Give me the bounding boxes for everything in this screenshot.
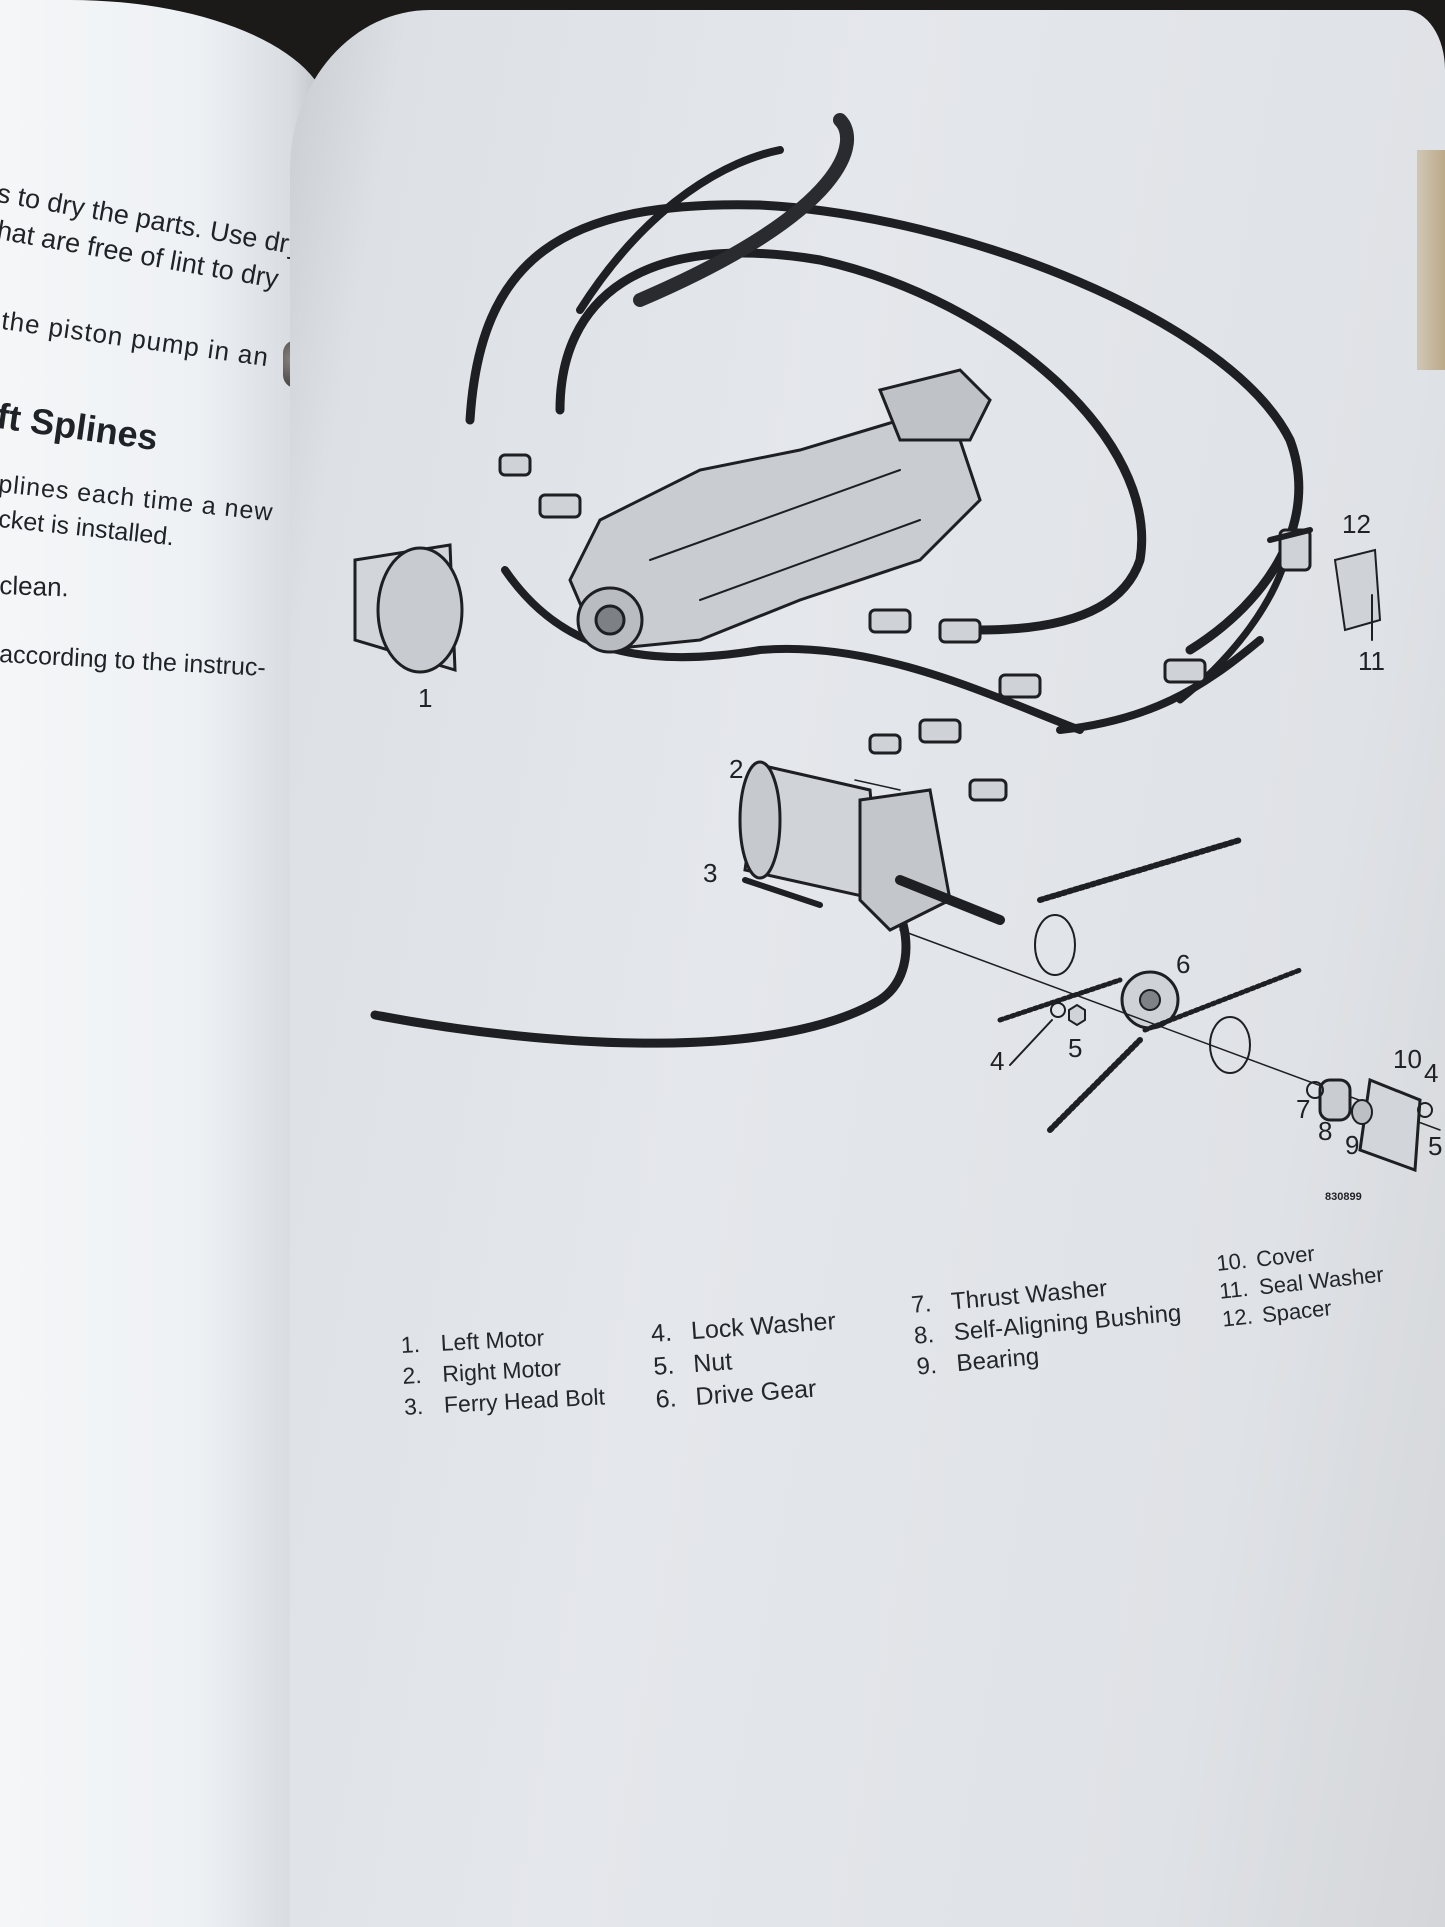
callout-number: 10 [1393, 1044, 1422, 1074]
callout-number: 5 [1428, 1131, 1442, 1161]
hose-line [555, 248, 1147, 635]
callout-number: 1 [418, 683, 432, 713]
hose-line [465, 200, 1304, 655]
bushing [1318, 1078, 1352, 1122]
callout-number: 11 [1358, 646, 1385, 676]
callout-number: 12 [1342, 509, 1371, 539]
legend-number: 10. [1215, 1247, 1249, 1276]
legend-number: 8. [912, 1321, 936, 1350]
thrust-washer [1306, 1081, 1324, 1099]
callout-number: 4 [1424, 1058, 1438, 1088]
figure-code: 830899 [1325, 1191, 1362, 1203]
legend-number: 5. [652, 1351, 676, 1381]
legend-column: 4. Lock Washer 5. Nut 6. Drive Gear [650, 1305, 841, 1417]
legend-number: 11. [1218, 1275, 1250, 1304]
lock-washer [1417, 1102, 1433, 1118]
legend-column: 10.Cover 11.Seal Washer 12.Spacer [1215, 1233, 1388, 1334]
legend-number: 1. [400, 1330, 421, 1358]
leader-line [854, 779, 901, 791]
page-edge [1417, 150, 1445, 370]
legend-number: 7. [910, 1290, 933, 1319]
pump-assembly [568, 368, 992, 654]
legend-label: Ferry Head Bolt [443, 1383, 606, 1418]
chain [997, 977, 1123, 1023]
legend-label: Right Motor [441, 1354, 562, 1387]
steel-tube [633, 113, 855, 307]
fittings [498, 453, 1312, 802]
spacer-bracket [1333, 548, 1382, 632]
legend-number: 2. [401, 1361, 423, 1389]
legend-label: Spacer [1260, 1295, 1333, 1328]
callout-number: 4 [990, 1046, 1004, 1076]
o-ring [1034, 914, 1076, 976]
bearing [1351, 1099, 1373, 1125]
cover [1358, 1077, 1422, 1173]
hose-line [370, 910, 911, 1048]
callout-number: 8 [1318, 1116, 1332, 1146]
lock-washer [1050, 1002, 1066, 1018]
legend-label: Nut [692, 1347, 734, 1379]
right-motor [738, 760, 1005, 932]
callout-number: 5 [1068, 1033, 1082, 1063]
legend-label: Cover [1254, 1240, 1316, 1272]
chain [1047, 1037, 1143, 1133]
legend-label: Lock Washer [690, 1307, 837, 1346]
left-motor [353, 543, 464, 674]
callout-number: 3 [703, 858, 717, 888]
legend-number: 6. [654, 1384, 678, 1414]
callout-number: 7 [1296, 1094, 1310, 1124]
legend-number: 9. [915, 1352, 938, 1381]
steel-tube [1267, 527, 1313, 543]
leader-line [1009, 1019, 1053, 1066]
chain [1142, 967, 1303, 1033]
callout-number: 9 [1345, 1130, 1359, 1160]
nut [1068, 1003, 1086, 1027]
legend-label: Drive Gear [694, 1374, 818, 1411]
legend-number: 12. [1220, 1303, 1254, 1332]
hose-line [576, 146, 784, 314]
callout-number: 2 [729, 754, 743, 784]
callout-number: 6 [1176, 949, 1190, 979]
legend-column: 1. Left Motor 2. Right Motor 3. Ferry Head … [400, 1319, 606, 1422]
legend-number: 4. [650, 1318, 673, 1348]
legend-number: 3. [403, 1392, 424, 1420]
o-ring [1209, 1016, 1251, 1074]
left-page: s to dry the parts. Use dry hat are free… [0, 0, 330, 1927]
hose-line [1056, 636, 1264, 734]
bolt [742, 877, 823, 908]
legend-label: Left Motor [440, 1324, 545, 1356]
hose-line [501, 566, 1084, 734]
legend-label: Bearing [955, 1343, 1041, 1378]
chain [1037, 837, 1243, 903]
